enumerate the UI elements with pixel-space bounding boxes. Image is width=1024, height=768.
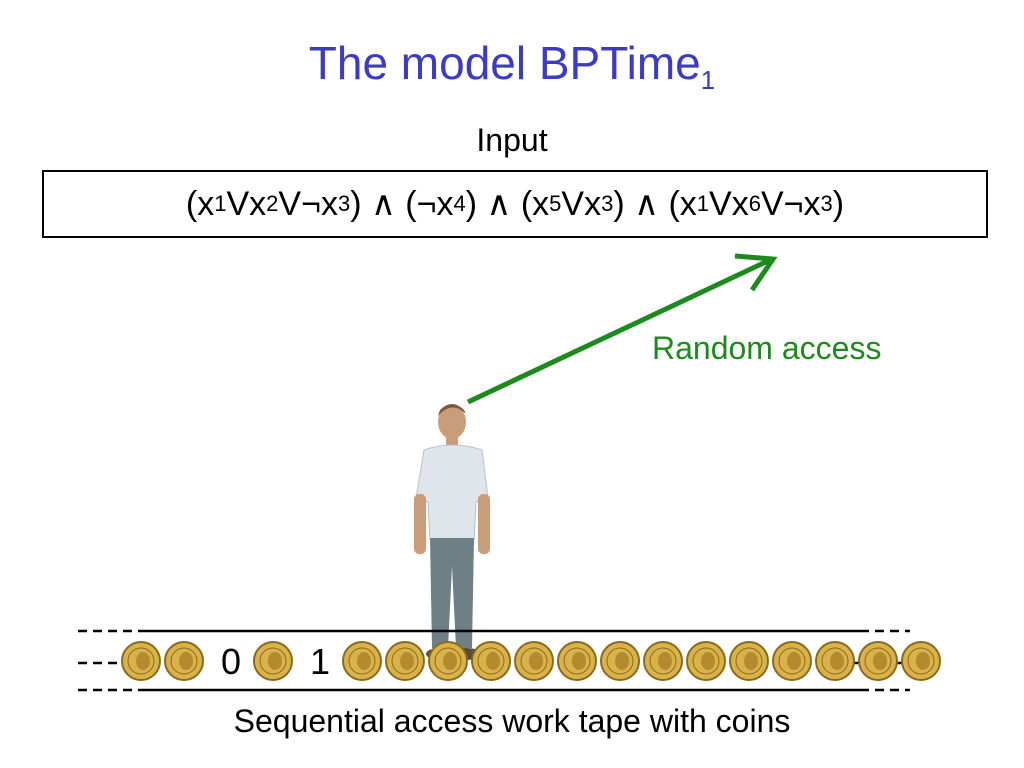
coin-icon [121, 641, 161, 681]
coin-icon [858, 641, 898, 681]
formula-text: ) ∧ (¬x [350, 185, 454, 223]
title-subscript: 1 [700, 65, 716, 96]
formula-subscript: 5 [549, 191, 562, 216]
coin-icon [385, 641, 425, 681]
formula-text: ) ∧ (x [465, 185, 550, 223]
coin-icon [643, 641, 683, 681]
input-label: Input [476, 122, 548, 158]
arrow-shaft [466, 257, 772, 405]
formula-text: ) ∧ (x [613, 185, 697, 223]
formula-text: ) [832, 184, 845, 223]
formula-subscript: 6 [748, 191, 761, 216]
formula-text: V¬x [760, 184, 821, 223]
formula-subscript: 1 [696, 191, 710, 216]
formula-subscript: 3 [337, 191, 351, 216]
formula-text: V¬x [278, 184, 338, 223]
coin-icon [514, 641, 554, 681]
formula-subscript: 3 [601, 191, 614, 216]
formula-subscript: 2 [266, 191, 279, 216]
person-figure-icon [414, 404, 490, 660]
random-access-label: Random access [652, 330, 882, 366]
coin-icon [729, 641, 769, 681]
formula-text: Vx [709, 184, 749, 223]
formula-subscript: 3 [820, 191, 833, 216]
formula-text: Vx [561, 184, 602, 223]
coin-icon [815, 641, 855, 681]
coin-icon [772, 641, 812, 681]
coin-icon [428, 641, 468, 681]
formula-text: (x [185, 184, 215, 223]
tape-lines [78, 629, 910, 692]
title-text: The model BPTime [308, 37, 701, 89]
coin-icon [342, 641, 382, 681]
coin-icon [253, 641, 293, 681]
slide-title: The model BPTime1 [0, 36, 1024, 96]
arrow-head-icon [734, 253, 778, 292]
coin-icon [686, 641, 726, 681]
coin-icon [471, 641, 511, 681]
formula-subscript: 4 [453, 191, 466, 216]
coin-icon [557, 641, 597, 681]
tape-caption: Sequential access work tape with coins [233, 703, 791, 739]
tape-digit: 1 [310, 641, 330, 682]
coin-icon [164, 641, 204, 681]
formula-subscript: 1 [214, 191, 227, 216]
tape-digit: 0 [221, 641, 241, 682]
coin-icon [600, 641, 640, 681]
coin-icon [901, 641, 941, 681]
formula-text: Vx [226, 184, 267, 223]
